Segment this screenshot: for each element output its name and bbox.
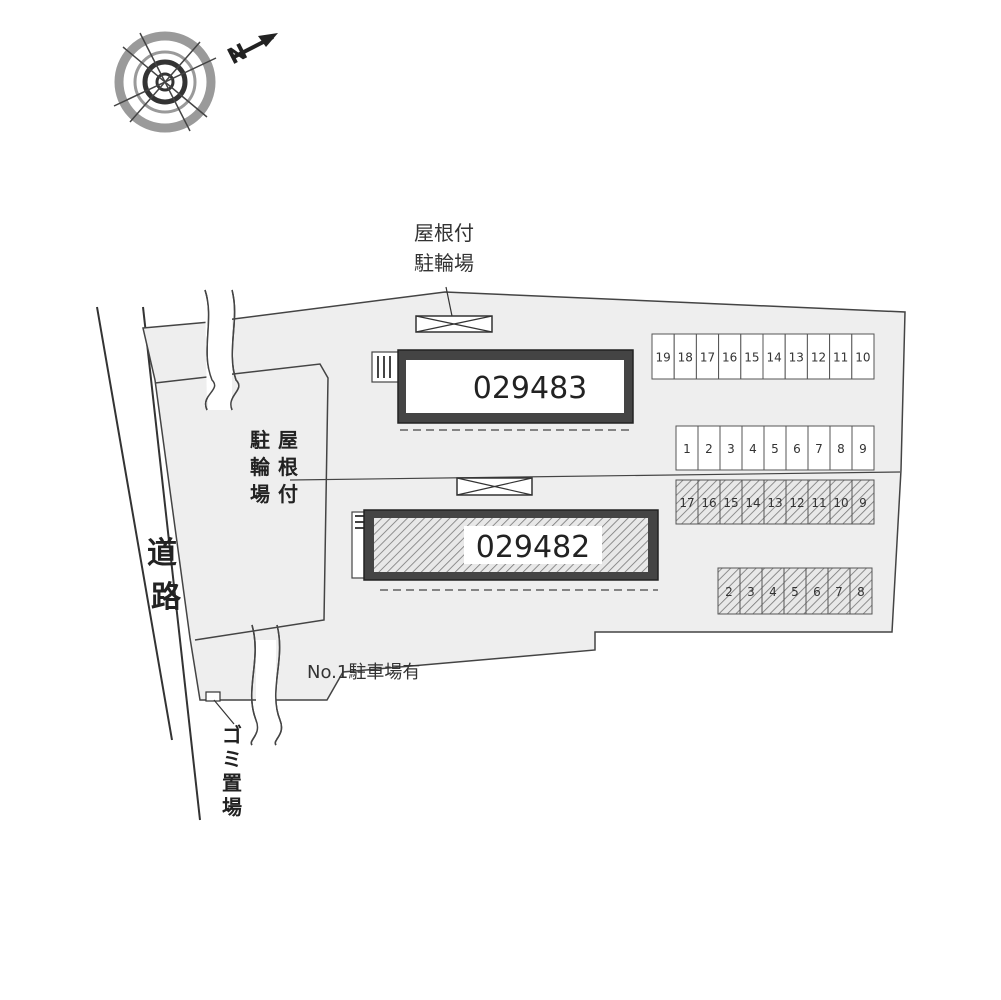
site-area bbox=[142, 291, 906, 701]
road-edge-right bbox=[142, 306, 201, 821]
inner-lot-line bbox=[154, 363, 329, 641]
parking-middle-stall-number: 2 bbox=[705, 442, 713, 456]
parking-middle-stall-number: 5 bbox=[771, 442, 779, 456]
parking-hatched-1-stall-number: 16 bbox=[701, 496, 716, 510]
parking-middle-stall-number: 7 bbox=[815, 442, 823, 456]
leader-line-top bbox=[445, 286, 453, 317]
parking-middle-stall-number: 3 bbox=[727, 442, 735, 456]
parking-upper-stall-number: 11 bbox=[833, 351, 848, 365]
parking-upper-stall-number: 14 bbox=[766, 351, 781, 365]
svg-text:ミ: ミ bbox=[222, 747, 242, 771]
building-upper: 029483 bbox=[371, 349, 634, 431]
parking-upper-stall-number: 13 bbox=[789, 351, 804, 365]
parking-upper-stall-number: 12 bbox=[811, 351, 826, 365]
parking-hatched-2-stall-number: 8 bbox=[857, 585, 865, 599]
parking-hatched-2-stall-number: 2 bbox=[725, 585, 733, 599]
svg-text:置: 置 bbox=[222, 771, 242, 795]
parking-hatched-1-stall bbox=[851, 479, 875, 525]
divider-line bbox=[289, 471, 901, 481]
parking-hatched-1-stall-number: 11 bbox=[811, 496, 826, 510]
parking-hatched-1-stall-number: 15 bbox=[723, 496, 738, 510]
svg-text:場: 場 bbox=[250, 482, 270, 506]
bike-shelter-top-label-2: 駐輪場 bbox=[414, 251, 474, 275]
parking-upper-stall bbox=[851, 333, 875, 380]
parking-upper-stall-number: 18 bbox=[678, 351, 693, 365]
svg-text:駐: 駐 bbox=[250, 428, 270, 452]
parking-hatched-2-stall-number: 5 bbox=[791, 585, 799, 599]
parking-upper-stall-number: 19 bbox=[655, 351, 670, 365]
svg-text:ゴ: ゴ bbox=[222, 723, 242, 747]
svg-text:根: 根 bbox=[278, 455, 298, 479]
svg-text:付: 付 bbox=[278, 482, 298, 506]
parking-hatched-1-stall-number: 9 bbox=[859, 496, 867, 510]
svg-text:場: 場 bbox=[222, 795, 242, 819]
parking-hatched-1-stall-number: 17 bbox=[679, 496, 694, 510]
bike-shelter-left-label: 駐 輪 場 屋 根 付 bbox=[250, 428, 298, 506]
parking-note: No.1駐車場有 bbox=[307, 662, 420, 683]
parking-middle-stall-number: 6 bbox=[793, 442, 801, 456]
bike-shelter-top-label-1: 屋根付 bbox=[414, 221, 474, 245]
parking-middle-stall-number: 1 bbox=[683, 442, 691, 456]
parking-middle-stall bbox=[851, 425, 875, 471]
road-label: 道 路 bbox=[147, 536, 182, 615]
bike-shelter-top bbox=[415, 315, 493, 333]
parking-hatched-1-stall-number: 14 bbox=[745, 496, 760, 510]
parking-middle-stall-number: 9 bbox=[859, 442, 867, 456]
parking-hatched-2-stall-number: 4 bbox=[769, 585, 777, 599]
garbage-area-marker bbox=[205, 691, 221, 702]
building-lower: 029482 bbox=[351, 509, 659, 591]
compass-icon: N bbox=[113, 31, 278, 133]
building-lower-label: 029482 bbox=[476, 530, 591, 565]
road-edge-left bbox=[96, 306, 173, 741]
parking-upper-stall-number: 15 bbox=[744, 351, 759, 365]
parking-hatched-2-stall-number: 3 bbox=[747, 585, 755, 599]
parking-hatched-2-stall-number: 7 bbox=[835, 585, 843, 599]
parking-hatched-1-stall-number: 13 bbox=[767, 496, 782, 510]
bike-shelter-middle bbox=[456, 477, 533, 496]
parking-upper-stall-number: 17 bbox=[700, 351, 715, 365]
north-label: N bbox=[224, 39, 252, 70]
svg-text:道: 道 bbox=[147, 536, 177, 571]
parking-upper-stall-number: 10 bbox=[855, 351, 870, 365]
parking-middle-stall-number: 4 bbox=[749, 442, 757, 456]
svg-text:屋: 屋 bbox=[278, 428, 298, 452]
parking-hatched-2-stall-number: 6 bbox=[813, 585, 821, 599]
parking-hatched-1-stall-number: 12 bbox=[789, 496, 804, 510]
garbage-label: ゴ ミ 置 場 bbox=[222, 723, 242, 819]
parking-hatched-1-stall-number: 10 bbox=[833, 496, 848, 510]
svg-text:輪: 輪 bbox=[250, 455, 271, 479]
parking-hatched-2-stall bbox=[849, 567, 873, 615]
building-upper-label: 029483 bbox=[473, 371, 588, 406]
garbage-leader-line bbox=[213, 699, 235, 725]
parking-middle-stall-number: 8 bbox=[837, 442, 845, 456]
svg-text:路: 路 bbox=[151, 580, 182, 615]
parking-upper-stall-number: 16 bbox=[722, 351, 737, 365]
